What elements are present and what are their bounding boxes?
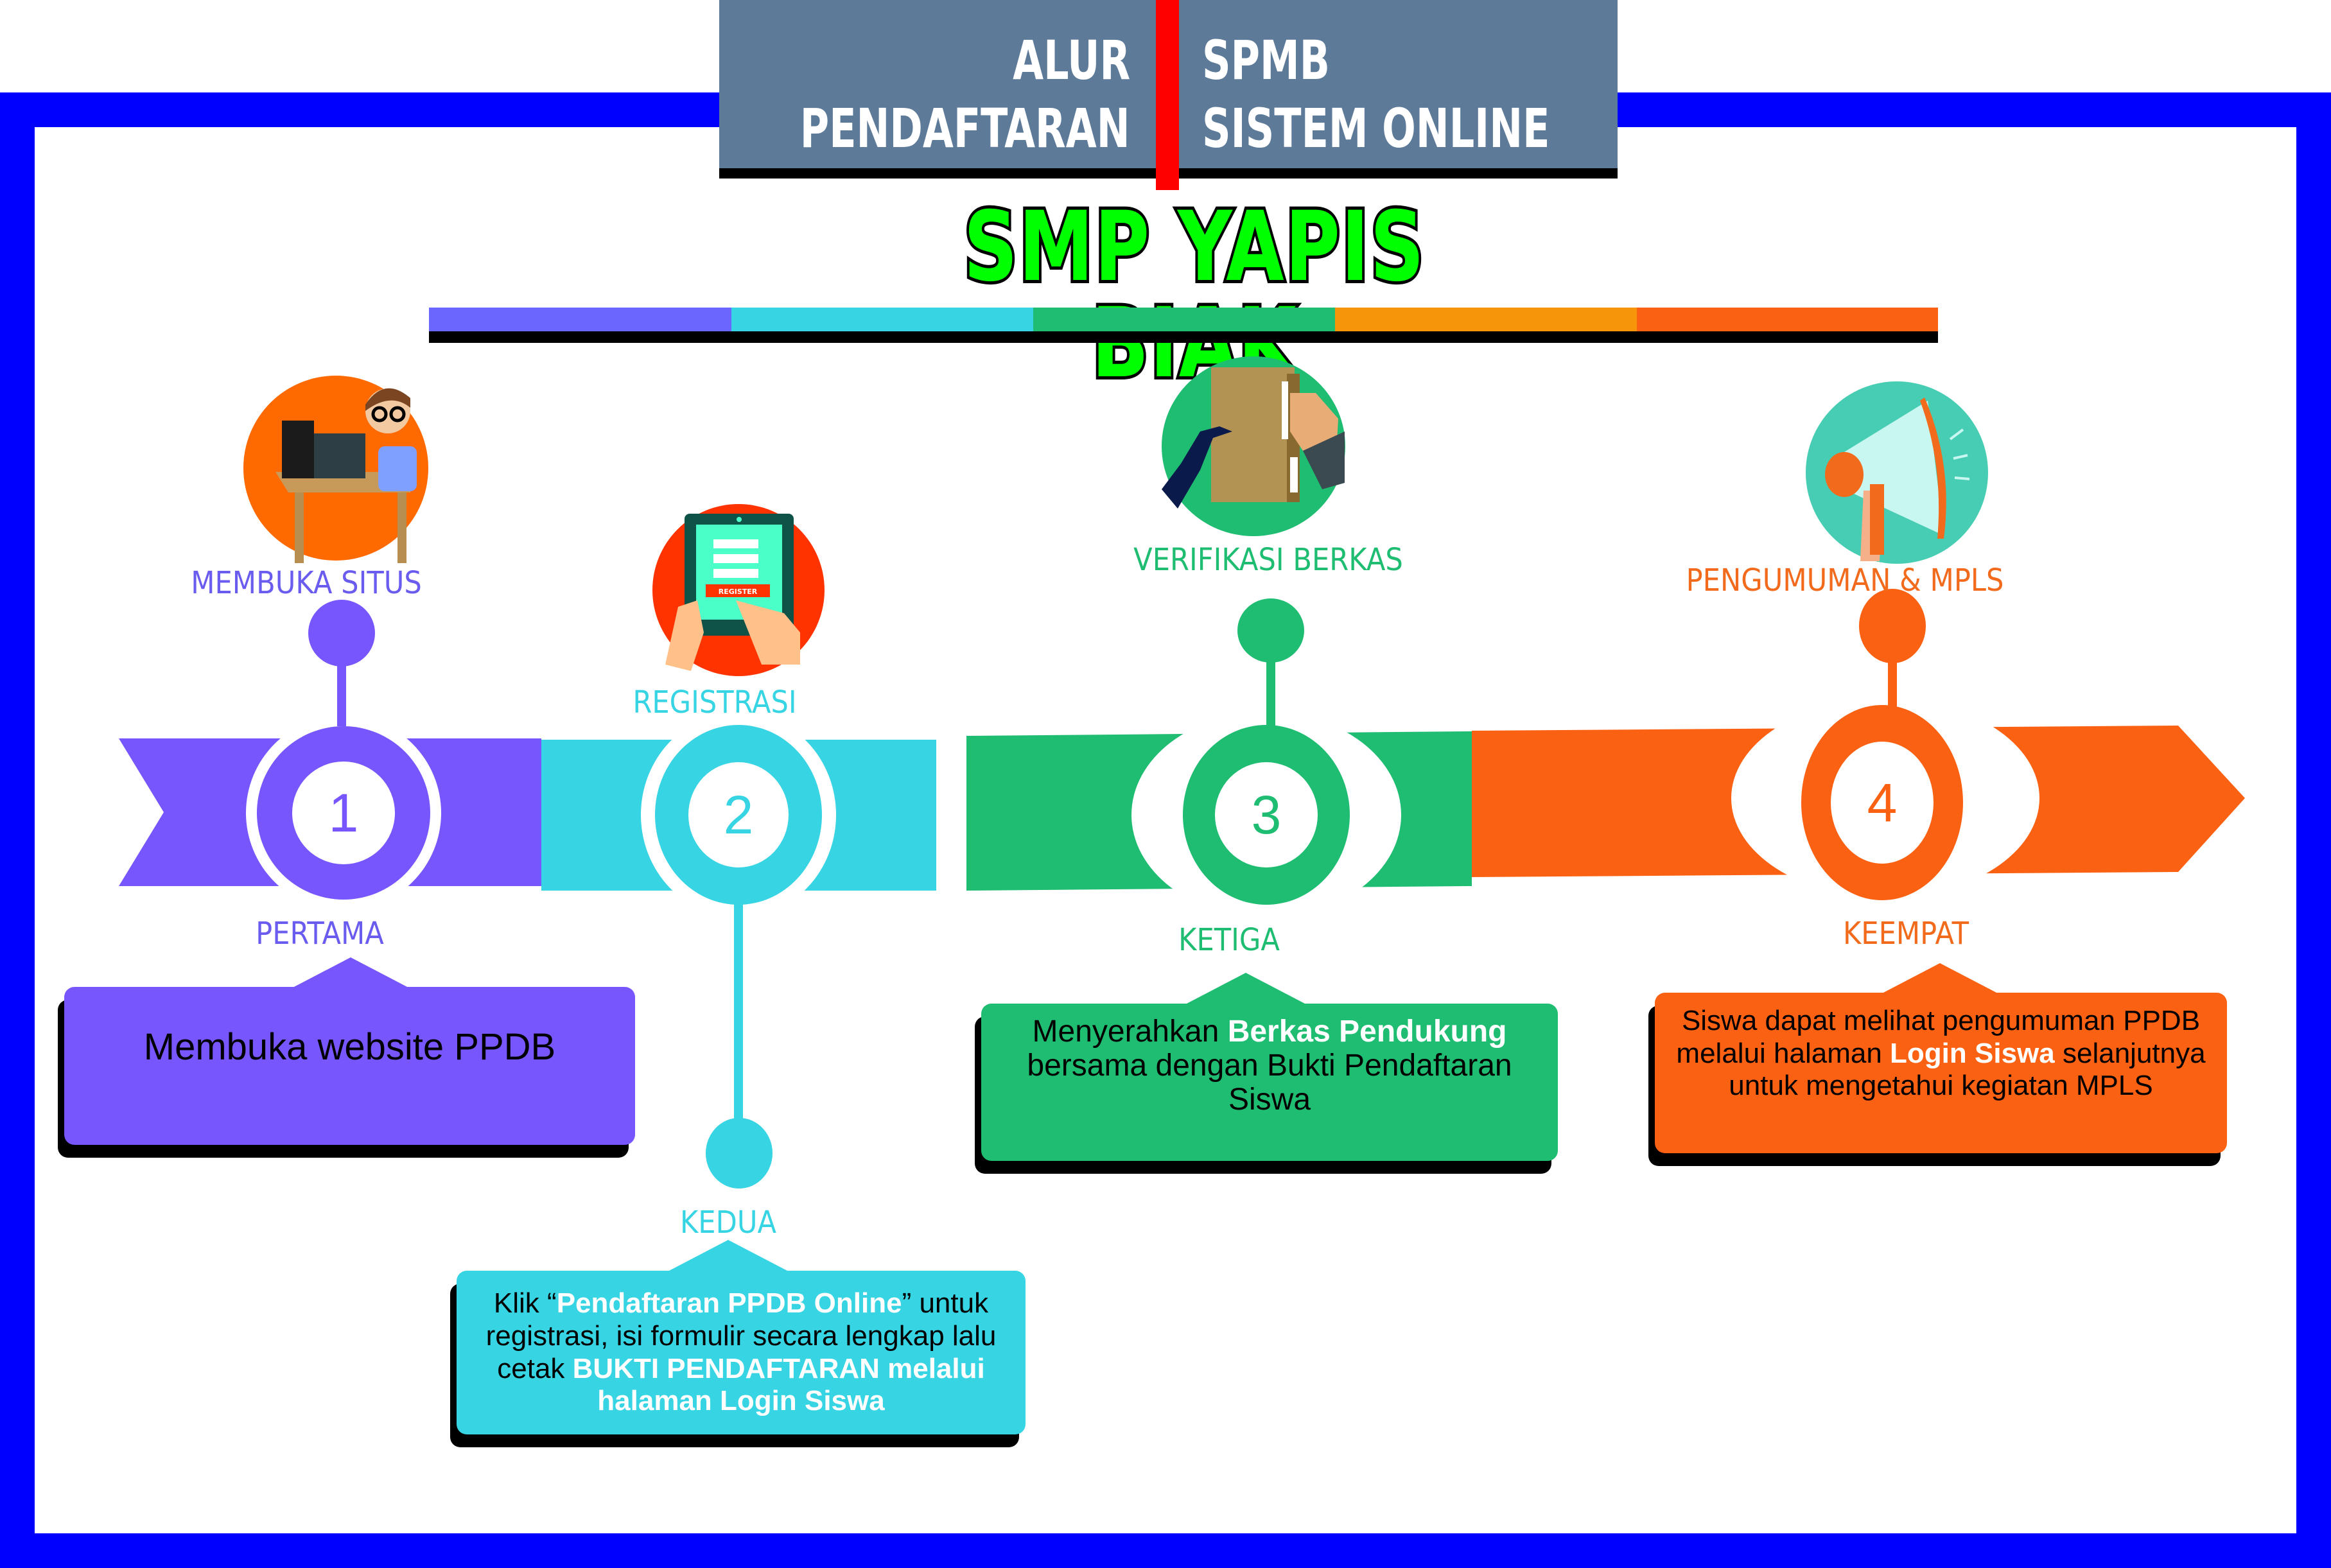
step-2-description: Klik “Pendaftaran PPDB Online” untuk reg…	[476, 1287, 1006, 1417]
step-4-description: Siswa dapat melihat pengumuman PPDB mela…	[1668, 1005, 2214, 1102]
step-1-description: Membuka website PPDB	[144, 1025, 555, 1068]
person-at-computer-icon	[243, 376, 428, 563]
step-4-pin	[1859, 589, 1926, 727]
step-2-ordinal: KEDUA	[679, 1205, 777, 1241]
step-1-ordinal: PERTAMA	[256, 916, 384, 952]
header-left-line2: PENDAFTARAN	[800, 97, 1130, 160]
step-3-title: VERIFIKASI BERKAS	[1133, 542, 1403, 578]
step-3-description: Menyerahkan Berkas Pendukung bersama den…	[1000, 1015, 1539, 1117]
frame-border-left	[0, 92, 35, 1568]
step-2-number: 2	[723, 785, 754, 845]
step-4-desc-highlight-1: Login Siswa	[1890, 1037, 2055, 1069]
step-2-title: REGISTRASI	[633, 684, 797, 720]
color-bar-segment-4	[1335, 308, 1637, 331]
step-1-description-box: Membuka website PPDB	[64, 987, 635, 1145]
box-2-pointer	[669, 1240, 787, 1271]
step-1-title: MEMBUKA SITUS	[191, 565, 422, 601]
step-2-desc-highlight-1: Pendaftaran PPDB Online	[556, 1287, 902, 1320]
step-1-number: 1	[328, 783, 359, 843]
step-3-badge	[1131, 712, 1401, 918]
step-1-badge	[246, 715, 441, 910]
step-2-desc-part-2: ” untuk registrasi, isi formulir secara …	[485, 1287, 997, 1384]
step-1-desc-part-1: Membuka website PPDB	[143, 1025, 556, 1068]
box-1-pointer	[292, 957, 410, 988]
step-3-pin	[1237, 598, 1304, 732]
step-4-desc-part-2: selanjutnya untuk mengetahui kegiatan MP…	[1729, 1037, 2206, 1102]
step-3-description-box: Menyerahkan Berkas Pendukung bersama den…	[981, 1004, 1558, 1161]
step-4-desc-part-1: Siswa dapat melihat pengumuman PPDB mela…	[1676, 1005, 2201, 1069]
step-3-ordinal: KETIGA	[1178, 922, 1280, 958]
document-handover-icon	[1162, 356, 1345, 536]
step-4-number: 4	[1867, 772, 1898, 833]
megaphone-icon	[1806, 381, 1988, 564]
step-4-ordinal: KEEMPAT	[1842, 916, 1969, 952]
color-bar-segment-3	[1033, 308, 1335, 331]
step-3-desc-part-1: Menyerahkan	[1032, 1015, 1228, 1049]
color-bar-segment-2	[731, 308, 1033, 331]
register-button-label: REGISTER	[719, 588, 758, 596]
step-1-pin	[308, 600, 375, 726]
step-3-number: 3	[1251, 785, 1282, 845]
step-2-badge	[641, 712, 836, 918]
header-left-line1: ALUR	[1012, 29, 1130, 92]
frame-border-right	[2296, 92, 2331, 1568]
step-4-description-box: Siswa dapat melihat pengumuman PPDB mela…	[1655, 993, 2227, 1153]
color-bar-shadow	[429, 331, 1938, 343]
step-2-desc-part-1: Klik “	[493, 1287, 557, 1320]
color-bar-segment-5	[1637, 308, 1938, 331]
color-bar-segment-1	[429, 308, 731, 331]
step-3-desc-highlight-1: Berkas Pendukung	[1227, 1015, 1507, 1049]
step-2-pin	[706, 891, 773, 1189]
step-2-desc-highlight-2: BUKTI PENDAFTARAN melalui halaman Login …	[572, 1352, 985, 1417]
step-2-description-box: Klik “Pendaftaran PPDB Online” untuk reg…	[457, 1271, 1026, 1434]
step-4-title: PENGUMUMAN & MPLS	[1686, 562, 2004, 598]
step-3-desc-part-2: bersama dengan Bukti Pendaftaran Siswa	[1027, 1049, 1512, 1117]
header-right-line2: SISTEM ONLINE	[1202, 97, 1550, 160]
frame-border-bottom	[0, 1533, 2331, 1568]
box-3-pointer	[1187, 973, 1305, 1004]
step-4-badge	[1731, 699, 2039, 900]
tablet-register-icon: REGISTER	[652, 504, 825, 676]
header-right-line1: SPMB	[1202, 29, 1330, 92]
box-4-pointer	[1881, 963, 1999, 994]
header-divider	[1156, 0, 1179, 190]
